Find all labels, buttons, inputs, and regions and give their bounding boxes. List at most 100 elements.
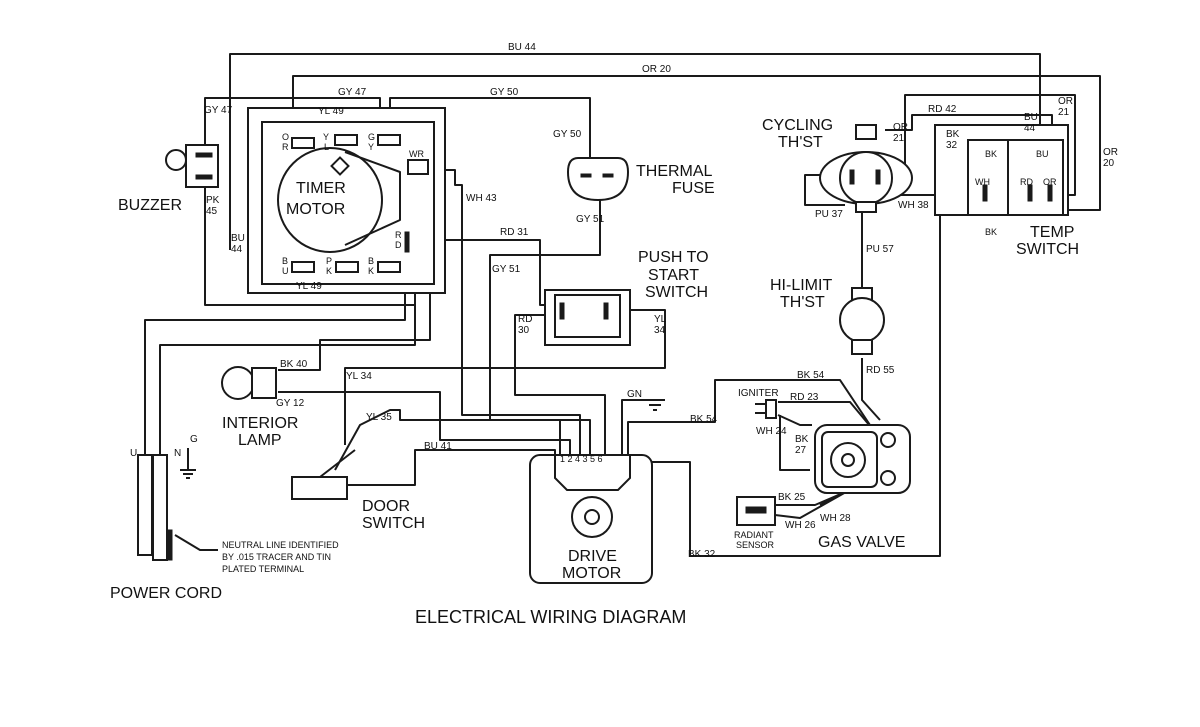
wire-label-or21-a-2: 21: [893, 133, 905, 144]
wire-label-rd55: RD 55: [866, 365, 895, 376]
gas-valve-label: GAS VALVE: [818, 534, 905, 551]
cycling-thst-top: [855, 124, 877, 140]
terminal-rd-label-2: D: [395, 240, 402, 250]
drive-motor-pins: 1 2 4 3 5 6: [560, 454, 603, 464]
wire-label-wh26: WH 26: [785, 520, 816, 531]
gas-valve: GAS VALVE: [814, 424, 911, 551]
wire-label-rd31: RD 31: [500, 227, 529, 238]
wire-wh43: [425, 169, 581, 455]
timer-label-1: TIMER: [296, 180, 346, 197]
wire-rd42: [904, 94, 1076, 196]
terminal-yl: [334, 134, 358, 146]
wire-label-gy47-a: GY 47: [204, 105, 233, 116]
wire-bu41: [345, 449, 556, 486]
wire-label-bu44-left-2: 44: [231, 244, 243, 255]
hi-limit-body: [839, 297, 885, 343]
radiant-sensor-label-2: SENSOR: [736, 540, 775, 550]
lamp-label-1: INTERIOR: [222, 415, 298, 432]
temp-switch-contact-3: [1047, 184, 1053, 202]
wire-label-or20-r-1: OR: [1103, 147, 1118, 158]
neutral-note-1: NEUTRAL LINE IDENTIFIED: [222, 540, 339, 550]
terminal-bk: [377, 261, 401, 273]
wire-label-bu41: BU 41: [424, 441, 452, 452]
cord-neutral-tracer: [166, 529, 173, 561]
terminal-gy: [377, 134, 401, 146]
igniter-label: IGNITER: [738, 388, 779, 399]
wire-bk54: [627, 379, 871, 455]
wire-label-yl49-bottom: YL 49: [296, 281, 322, 292]
terminal-bu: [291, 261, 315, 273]
door-switch-label-1: DOOR: [362, 498, 410, 515]
door-switch-label-2: SWITCH: [362, 515, 425, 532]
wire-label-gy50-b: GY 50: [553, 129, 582, 140]
wire-wh24: [777, 414, 812, 426]
buzzer-label: BUZZER: [118, 197, 182, 214]
push-switch-contact-1: [559, 302, 565, 320]
wire-label-gy51-b: GY 51: [492, 264, 521, 275]
push-switch-label-3: SWITCH: [645, 284, 708, 301]
terminal-bk-label-2: K: [368, 266, 374, 276]
timer-cam-loop: [344, 151, 401, 246]
drive-motor-label-1: DRIVE: [568, 548, 617, 565]
door-switch-lever: [319, 449, 356, 478]
wire-label-gy51-a: GY 51: [576, 214, 605, 225]
terminal-wr-label: WR: [409, 149, 424, 159]
lamp-socket: [251, 367, 277, 399]
buzzer-body: [165, 149, 187, 171]
wire-label-bu44-left-1: BU: [231, 233, 245, 244]
thermal-fuse-contact-1: [580, 173, 592, 178]
temp-switch: BK BU WH RD OR BK TEMP SWITCH: [934, 124, 1079, 258]
power-cord-label: POWER CORD: [110, 585, 222, 602]
push-to-start-switch: PUSH TO START SWITCH: [544, 249, 709, 346]
cycling-thst-contact-2: [875, 169, 881, 185]
wire-label-or20-top: OR 20: [642, 64, 671, 75]
temp-switch-wh: WH: [975, 177, 990, 187]
wire-rd55: [861, 358, 881, 421]
timer-cam: [330, 156, 350, 176]
wire-label-wh43: WH 43: [466, 193, 497, 204]
hi-limit-label-1: HI-LIMIT: [770, 277, 832, 294]
cycling-thst-bottom: [855, 201, 877, 213]
terminal-pk: [335, 261, 359, 273]
cycling-thst-label-1: CYCLING: [762, 117, 833, 134]
temp-switch-bk-bottom: BK: [985, 227, 997, 237]
wire-label-bu44-r-1: BU: [1024, 112, 1038, 123]
radiant-sensor: RADIANT SENSOR: [734, 496, 776, 550]
terminal-gy-label-2: Y: [368, 142, 374, 152]
terminal-or-label-1: O: [282, 132, 289, 142]
wire-label-bk32-r-2: 32: [946, 140, 958, 151]
terminal-bu-label-1: B: [282, 256, 288, 266]
temp-switch-or: OR: [1043, 177, 1057, 187]
hi-limit-bottom: [851, 339, 873, 355]
radiant-sensor-label-1: RADIANT: [734, 530, 774, 540]
cord-prong-u: [137, 454, 153, 556]
neutral-note-2: BY .015 TRACER AND TIN: [222, 552, 331, 562]
temp-switch-bk-top: BK: [985, 149, 997, 159]
wire-rd30: [514, 314, 606, 455]
cord-prong-n: [152, 454, 168, 561]
terminal-pk-label-2: K: [326, 266, 332, 276]
wire-pu37: [804, 174, 845, 206]
wire-label-bk27-2: 27: [795, 445, 807, 456]
wire-label-gn: GN: [627, 389, 642, 400]
wire-label-bk27-1: BK: [795, 434, 809, 445]
wire-label-bu44-r-2: 44: [1024, 123, 1036, 134]
cycling-thst-contact-1: [849, 169, 855, 185]
lamp-bulb: [221, 366, 255, 400]
interior-lamp: INTERIOR LAMP: [221, 366, 298, 449]
wire-label-yl35: YL 35: [366, 412, 392, 423]
wire-label-bu44-top: BU 44: [508, 42, 536, 53]
drive-motor-connector: [554, 454, 631, 491]
push-switch-label-1: PUSH TO: [638, 249, 709, 266]
wire-label-yl49-top: YL 49: [318, 106, 344, 117]
terminal-l-label: L: [324, 142, 329, 152]
wire-gn: [621, 399, 655, 455]
neutral-note-3: PLATED TERMINAL: [222, 564, 304, 574]
gas-valve-connector-1: [880, 432, 896, 448]
thermal-fuse-label-1: THERMAL: [636, 163, 713, 180]
cycling-thst-body: [839, 151, 893, 205]
temp-switch-label-1: TEMP: [1030, 224, 1074, 241]
temp-switch-rd: RD: [1020, 177, 1033, 187]
cord-n-label: N: [174, 448, 181, 459]
door-switch: DOOR SWITCH: [291, 449, 425, 532]
